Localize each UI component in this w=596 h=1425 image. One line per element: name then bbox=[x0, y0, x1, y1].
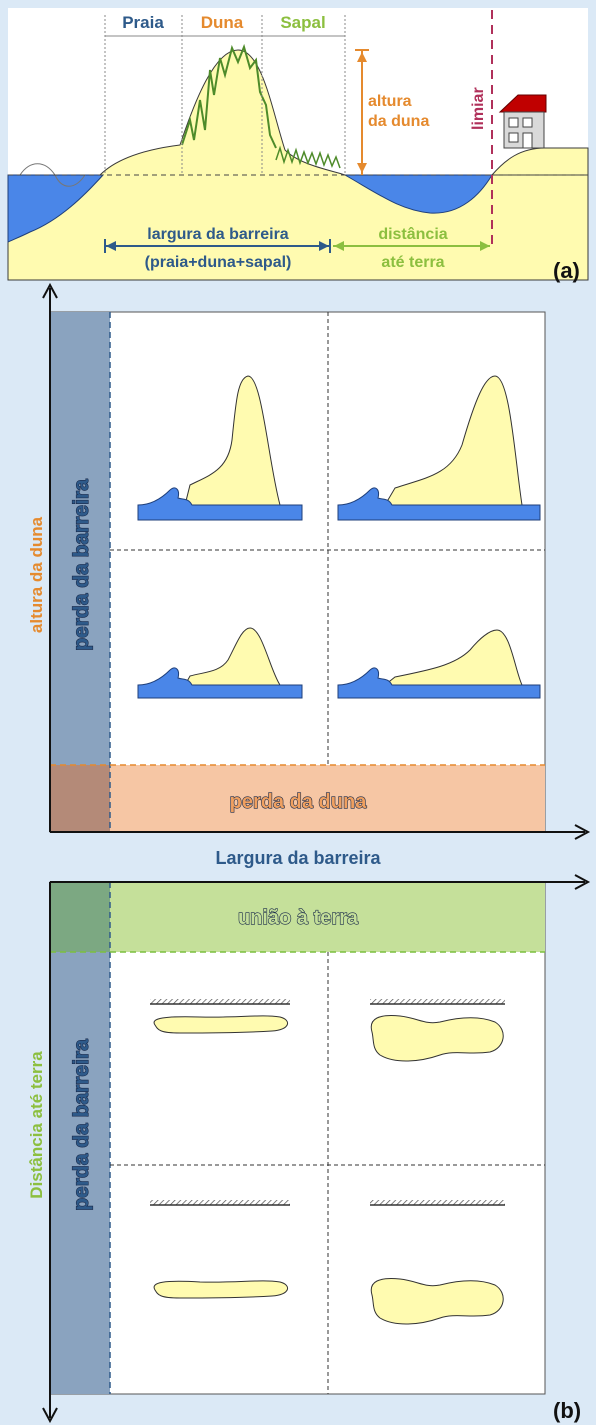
arrowhead bbox=[480, 241, 490, 251]
dune-profile-narrow-high bbox=[137, 375, 303, 521]
dune-profile-narrow-low bbox=[137, 627, 303, 699]
barrier-loss-band bbox=[50, 882, 110, 1394]
arrowhead bbox=[574, 824, 591, 840]
arrowhead bbox=[42, 282, 58, 299]
house-icon bbox=[498, 94, 547, 149]
mainland-shoreline bbox=[370, 999, 505, 1004]
panel-b-label: (b) bbox=[553, 1398, 581, 1423]
grid-background bbox=[49, 311, 546, 833]
dune-height-label-1: altura bbox=[368, 93, 412, 110]
zone-dune-label: Duna bbox=[201, 13, 244, 32]
dune-profile-wide-high bbox=[337, 375, 541, 521]
dune-height-label-2: da duna bbox=[368, 113, 429, 130]
land-union-band bbox=[50, 882, 545, 952]
dune-vegetation bbox=[181, 43, 277, 149]
distance-label-1: distância bbox=[378, 226, 447, 243]
barrier-width-label-2: (praia+duna+sapal) bbox=[145, 254, 292, 271]
arrowhead bbox=[357, 52, 367, 62]
zone-beach-label: Praia bbox=[122, 13, 164, 32]
arrowhead bbox=[319, 241, 329, 251]
barrier-width-label-1: largura da barreira bbox=[147, 226, 289, 243]
island-narrow-near bbox=[153, 1015, 288, 1034]
y-axis-label: Distância até terra bbox=[27, 1051, 46, 1199]
x-axis-label: Largura da barreira bbox=[215, 848, 381, 868]
panel-b-top: altura da duna perda da barreira perda d… bbox=[27, 282, 591, 868]
panel-b-bottom: Distância até terra perda da barreira un… bbox=[27, 874, 591, 1424]
arrowhead bbox=[334, 241, 344, 251]
arrowhead bbox=[106, 241, 116, 251]
barrier-loss-label: perda da barreira bbox=[70, 1039, 93, 1211]
sea bbox=[7, 174, 105, 243]
arrowhead bbox=[42, 1407, 58, 1424]
panel-a: Praia Duna Sapal altura da duna limiar l… bbox=[7, 8, 589, 283]
distance-label-2: até terra bbox=[381, 254, 444, 271]
overlap-band bbox=[50, 882, 110, 952]
barrier-loss-label: perda da barreira bbox=[70, 479, 93, 651]
lagoon bbox=[343, 174, 493, 214]
mainland-shoreline bbox=[150, 1200, 290, 1205]
arrowhead bbox=[574, 874, 591, 890]
mainland-shoreline bbox=[150, 999, 290, 1004]
dune-profile-wide-low bbox=[337, 629, 541, 699]
threshold-label: limiar bbox=[470, 87, 487, 130]
overlap-band bbox=[50, 765, 110, 832]
island-wide-near bbox=[370, 1015, 504, 1062]
mainland bbox=[490, 147, 589, 176]
arrowhead bbox=[357, 163, 367, 173]
dune-loss-label: perda da duna bbox=[230, 791, 368, 813]
land-union-label: união à terra bbox=[238, 907, 359, 929]
panel-a-label: (a) bbox=[553, 258, 580, 283]
zone-marsh-label: Sapal bbox=[280, 13, 325, 32]
y-axis-label: altura da duna bbox=[27, 516, 46, 633]
dune-loss-band bbox=[50, 765, 545, 832]
barrier-loss-band bbox=[50, 312, 110, 832]
mainland-shoreline bbox=[370, 1200, 505, 1205]
island-narrow-far bbox=[153, 1280, 288, 1299]
island-wide-far bbox=[370, 1278, 504, 1325]
marsh-vegetation bbox=[275, 145, 341, 169]
grid-background bbox=[49, 881, 546, 1395]
